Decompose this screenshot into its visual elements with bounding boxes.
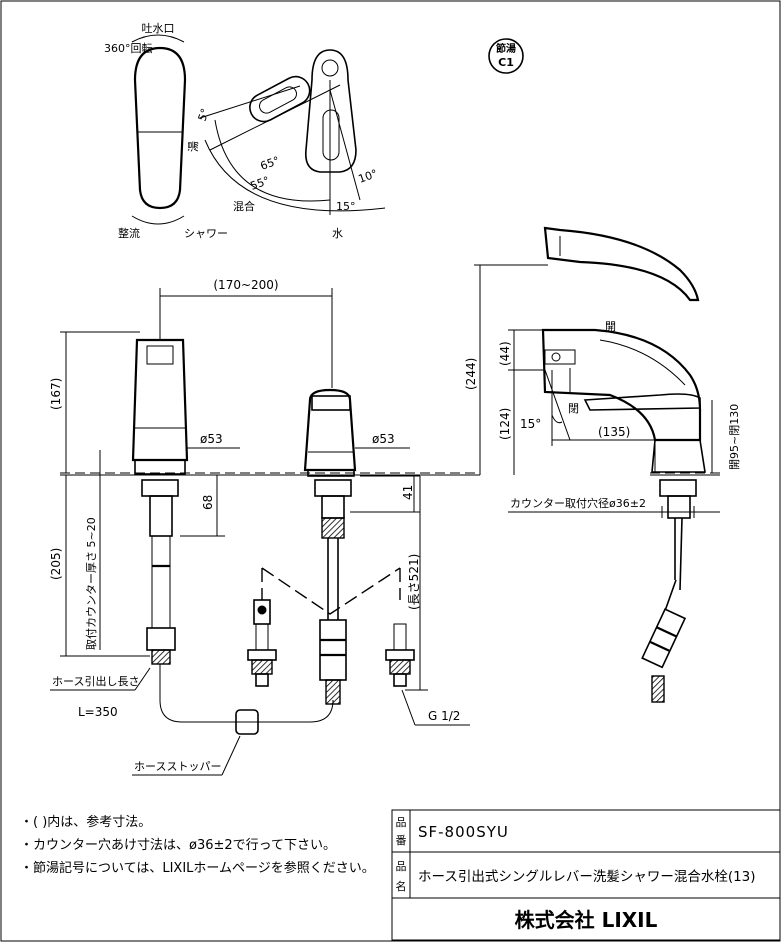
name-header: 品	[396, 860, 407, 873]
side-open-lower: 閉	[568, 402, 579, 415]
rotation-arrow-top	[131, 34, 185, 43]
left-hose-pipe	[151, 535, 171, 629]
spout-label: 吐水口	[142, 22, 175, 35]
notes: ・( )内は、参考寸法。 ・カウンター穴あけ寸法は、ø36±2で行って下さい。 …	[20, 814, 375, 876]
lever-arc-65	[214, 119, 331, 202]
thread-label: G 1/2	[428, 709, 460, 723]
dim-41: 41	[401, 485, 415, 500]
title-block: 品 番 SF-800SYU 品 名 ホース引出式シングルレバー洗髪シャワー混合水…	[391, 809, 781, 941]
side-dim-244: (244)	[464, 358, 478, 390]
svg-text:番: 番	[396, 834, 407, 847]
hot-label: 湯	[187, 141, 200, 152]
height-dim-top: (167)	[49, 378, 63, 410]
width-dim: (170~200)	[213, 278, 278, 292]
flow-label: 整流	[118, 226, 140, 240]
hose-loop-left	[159, 664, 236, 723]
side-mixing-valve	[641, 608, 687, 669]
angle-15: 15°	[336, 200, 356, 213]
mixing-valve	[319, 619, 347, 681]
angle-10: 10°	[357, 167, 380, 186]
side-dim-124: (124)	[498, 408, 512, 440]
dia-left: ø53	[200, 432, 223, 446]
rotation-arrow-bottom	[131, 215, 185, 225]
hose-pull-label: ホース引出し長さ	[52, 674, 139, 688]
counter-hole-label: カウンター取付穴径ø36±2	[510, 496, 646, 510]
product-name: ホース引出式シングルレバー洗髪シャワー混合水栓(13)	[418, 869, 756, 885]
badge-bottom: C1	[498, 56, 514, 69]
angle-55: 55°	[249, 174, 272, 193]
raised-shower-head	[543, 226, 700, 302]
hose-loop-right	[258, 699, 334, 723]
lever-pivot	[321, 59, 339, 77]
side-range: 開95~閉130	[728, 404, 741, 470]
top-view: 吐水口 360°回転 整流 シャワー 湯 混合 水 5° 65° 55° 10°	[104, 22, 386, 240]
svg-text:名: 名	[396, 879, 407, 893]
hose-stopper-label: ホースストッパー	[134, 760, 221, 773]
side-dim-44: (44)	[498, 341, 512, 366]
cold-label: 水	[332, 227, 343, 240]
model-number: SF-800SYU	[418, 823, 509, 841]
model-header: 品	[396, 816, 407, 829]
docked-spout	[541, 328, 702, 442]
front-view: (170~200) (167) (205) 取付カウンター厚さ 5~20 ø53…	[49, 278, 480, 776]
counter-thickness: 取付カウンター厚さ 5~20	[85, 517, 98, 650]
lever-line-cold	[329, 89, 361, 201]
lever-handle-body	[304, 49, 357, 173]
company-name: 株式会社 LIXIL	[515, 908, 658, 932]
lever-line-hot	[199, 85, 301, 119]
note-1: ・( )内は、参考寸法。	[20, 814, 151, 830]
spout-outline	[133, 46, 187, 210]
badge-top: 節湯	[496, 42, 516, 55]
lever-arc-55	[204, 139, 386, 212]
angle-65: 65°	[259, 154, 282, 173]
dim-68: 68	[201, 495, 215, 510]
side-lever	[583, 393, 701, 411]
note-2: ・カウンター穴あけ寸法は、ø36±2で行って下さい。	[20, 838, 336, 853]
mixed-label: 混合	[233, 199, 255, 213]
hose-pull-value: L=350	[78, 705, 118, 719]
dia-right: ø53	[372, 432, 395, 446]
side-dim-135: (135)	[598, 425, 630, 439]
angle-5: 5°	[196, 107, 212, 123]
shower-label: シャワー	[184, 227, 228, 240]
left-nut	[141, 479, 179, 497]
rotation-label: 360°回転	[104, 42, 153, 55]
lever-slot	[322, 109, 340, 161]
branch-lines	[261, 567, 401, 615]
side-view: (244) (44) (124) (135) 15° 開 閉 開95~閉130 …	[464, 226, 741, 703]
length-dim: (長さ521)	[407, 554, 421, 610]
water-saving-badge: 節湯 C1	[488, 38, 524, 74]
lever-handle-hot	[249, 75, 311, 123]
note-3: ・節湯記号については、LIXILホームページを参照ください。	[20, 860, 375, 876]
side-open-upper: 開	[605, 320, 616, 333]
spout-body-front	[131, 338, 189, 462]
side-angle-15: 15°	[520, 417, 541, 431]
right-nut	[314, 479, 352, 497]
height-dim-bottom: (205)	[49, 548, 63, 580]
